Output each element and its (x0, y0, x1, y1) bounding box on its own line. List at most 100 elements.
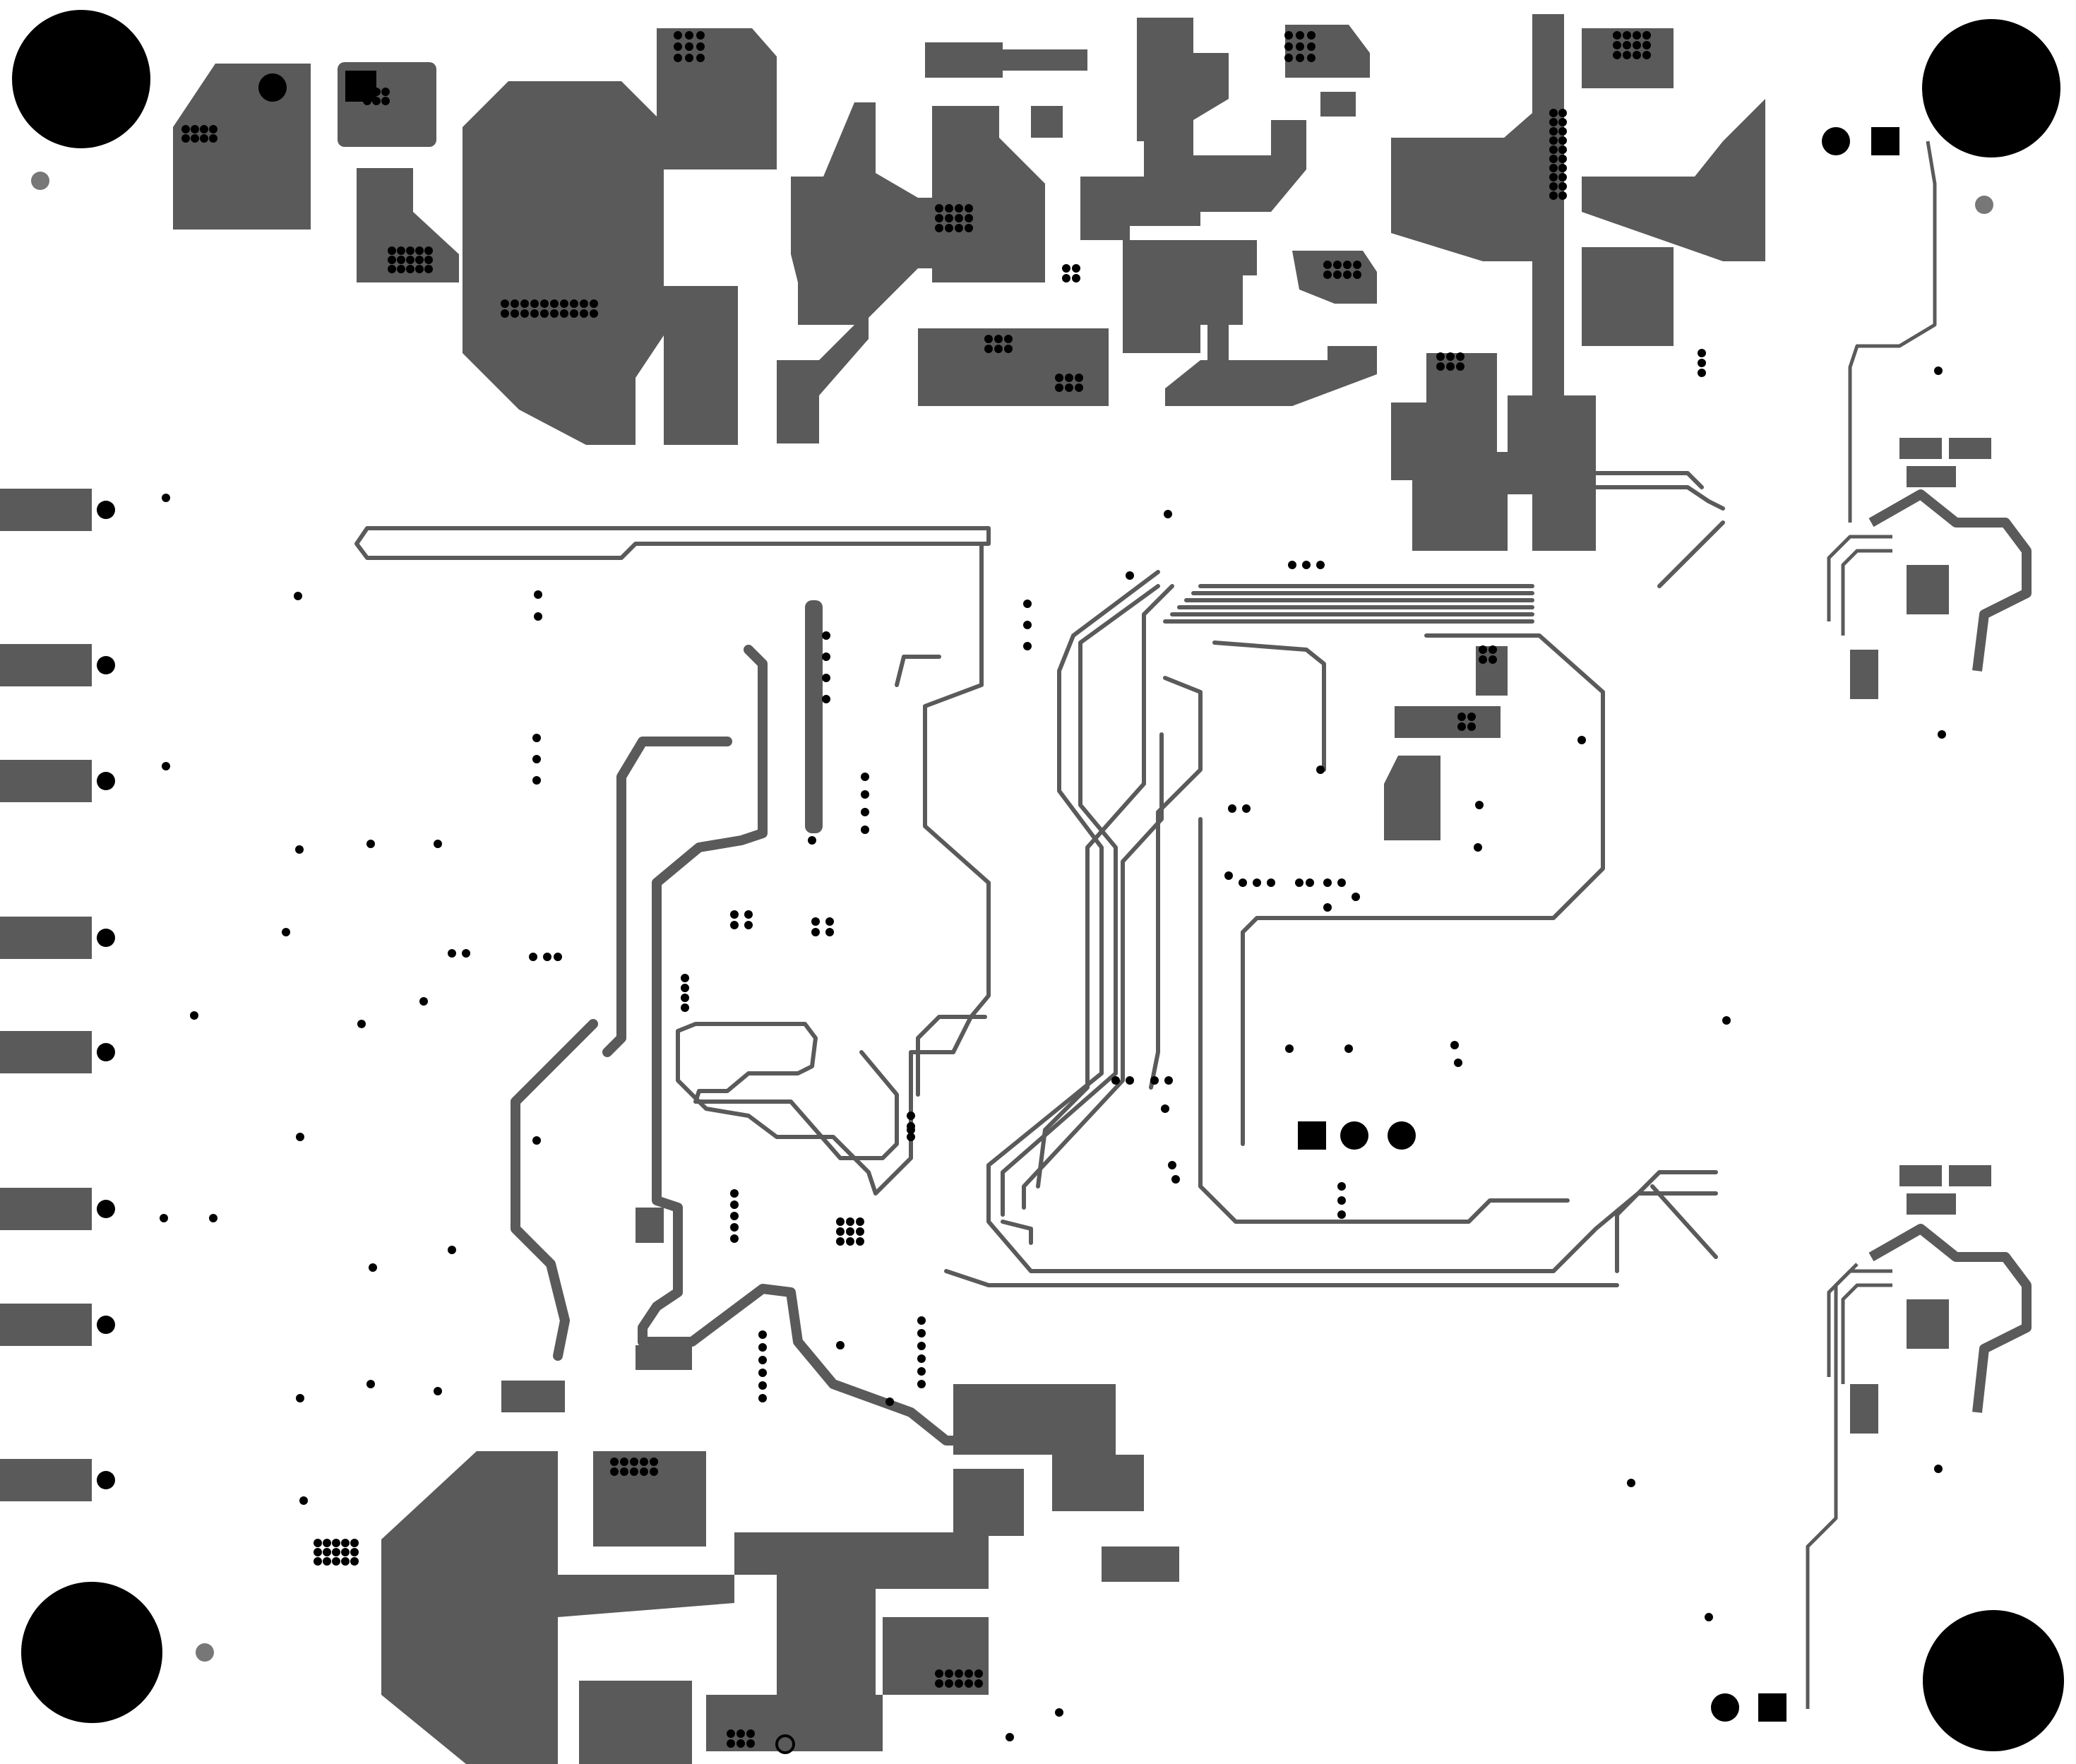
via (945, 204, 953, 213)
via (162, 762, 170, 770)
via (945, 224, 953, 232)
via (1239, 878, 1247, 887)
via (350, 1548, 359, 1556)
via (540, 299, 549, 308)
via (1467, 713, 1476, 721)
via (1467, 722, 1476, 731)
via (917, 1329, 926, 1337)
via (1549, 164, 1558, 172)
via (861, 773, 869, 781)
via (590, 299, 598, 308)
via (935, 204, 943, 213)
via (935, 214, 943, 222)
via (162, 494, 170, 502)
via (299, 1496, 308, 1505)
via (1323, 270, 1332, 279)
via (366, 1380, 375, 1388)
via (1306, 878, 1314, 887)
via (1446, 362, 1455, 371)
via (200, 134, 208, 143)
via (1457, 713, 1466, 721)
via (1164, 510, 1172, 518)
via (907, 1133, 915, 1141)
via (1623, 31, 1631, 40)
via (846, 1237, 854, 1246)
via (511, 309, 519, 318)
via (1023, 600, 1032, 608)
edge-connector (0, 489, 115, 1501)
vertical-bus-bar (805, 600, 823, 833)
via (1558, 127, 1567, 136)
via (974, 1669, 983, 1678)
via (415, 246, 424, 255)
via (570, 309, 578, 318)
via (1302, 561, 1311, 569)
via (200, 125, 208, 133)
via (907, 1122, 915, 1131)
via (1549, 109, 1558, 117)
via (520, 309, 529, 318)
via (580, 309, 588, 318)
via (1161, 1104, 1169, 1113)
via (1549, 182, 1558, 191)
via (861, 826, 869, 834)
via (314, 1557, 322, 1566)
via (570, 299, 578, 308)
via (1436, 362, 1445, 371)
via (1558, 145, 1567, 154)
via (520, 299, 529, 308)
via (357, 1020, 366, 1028)
via (1072, 274, 1080, 282)
via (1633, 41, 1641, 49)
via (397, 265, 405, 273)
via (1698, 349, 1706, 357)
via (856, 1237, 864, 1246)
top-left-power-pours (173, 28, 1109, 445)
via (907, 1112, 915, 1120)
via (1352, 893, 1360, 901)
via (532, 755, 541, 763)
via (1558, 164, 1567, 172)
via (674, 31, 682, 40)
via (1479, 655, 1487, 664)
via (1558, 182, 1567, 191)
via (1253, 878, 1261, 887)
via (836, 1237, 845, 1246)
power-traces (511, 645, 986, 1446)
via (955, 1679, 963, 1688)
via (181, 125, 190, 133)
via (640, 1458, 648, 1466)
via (1316, 765, 1325, 774)
via (681, 974, 689, 982)
via (685, 54, 693, 62)
via (1284, 42, 1293, 51)
via (550, 299, 559, 308)
via (1296, 42, 1304, 51)
via (415, 256, 424, 264)
via (1316, 561, 1325, 569)
via (1558, 136, 1567, 145)
via (1006, 1733, 1014, 1741)
via (1168, 1161, 1176, 1169)
bottom-left-pours (381, 1208, 1179, 1764)
via (350, 1539, 359, 1547)
via (1323, 903, 1332, 912)
via (1065, 374, 1073, 382)
via (825, 928, 834, 936)
via (388, 246, 396, 255)
via (1353, 270, 1361, 279)
via (846, 1227, 854, 1236)
mounting-hole-bottom-left (21, 1582, 162, 1723)
via (191, 134, 199, 143)
via (1055, 374, 1063, 382)
via (1004, 335, 1013, 343)
via (540, 309, 549, 318)
via (294, 592, 302, 600)
via (758, 1381, 767, 1390)
via (363, 88, 371, 96)
via (955, 224, 963, 232)
via (1558, 173, 1567, 181)
via (1004, 345, 1013, 353)
via (630, 1467, 638, 1476)
top-right-pours (1391, 14, 1765, 551)
